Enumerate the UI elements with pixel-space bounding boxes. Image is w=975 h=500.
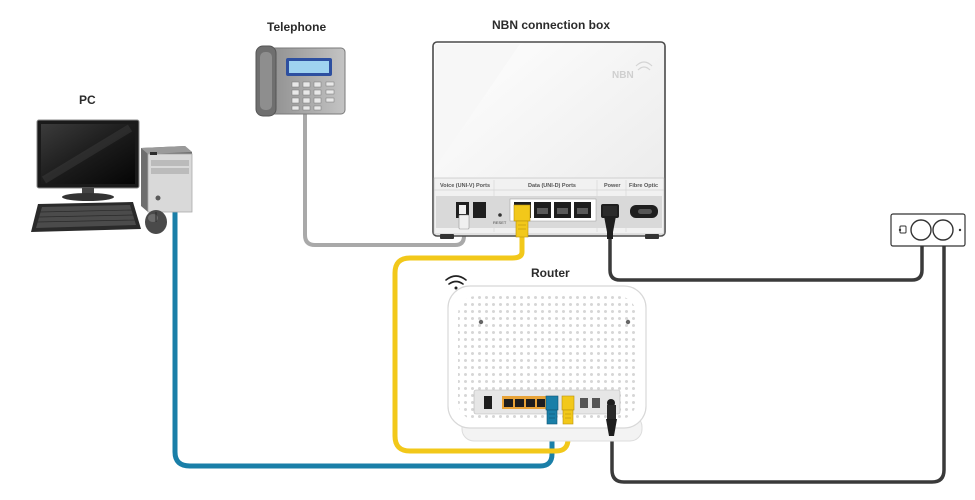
router-power-cable (610, 243, 946, 484)
pc-monitor-stand (82, 188, 94, 196)
telephone-label: Telephone (267, 20, 327, 34)
router-device (447, 285, 647, 442)
telephone-device (255, 45, 346, 117)
power-plug-at-router (606, 405, 617, 436)
voice-port-2 (473, 202, 486, 218)
grey-phone-cable (303, 108, 466, 247)
router-usb-port (484, 396, 492, 409)
blue-plug-at-router (545, 395, 559, 425)
data-ports-label: Data (UNI-D) Ports (528, 183, 576, 189)
voice-ports-label: Voice (UNI-V) Ports (440, 183, 490, 189)
power-outlet-socket-1 (910, 219, 932, 241)
blue-ethernet-cable (172, 205, 555, 469)
fibre-optic-label: Fibre Optic (629, 183, 658, 189)
nbn-box-label: NBN connection box (492, 18, 611, 32)
yellow-plug-at-router (561, 395, 575, 425)
yellow-plug-at-nbn (513, 204, 531, 238)
pc-monitor-base (62, 193, 114, 201)
nbn-connection-box: NBN Voice (UNI-V) Ports Data (UNI-D) Por… (432, 41, 666, 239)
telephone-body (264, 47, 346, 115)
power-port-label: Power (604, 183, 621, 189)
power-plug-at-nbn (603, 206, 617, 239)
nbn-logo-waves-icon (635, 61, 653, 71)
power-outlet-socket-2 (932, 219, 954, 241)
yellow-ethernet-cable (392, 233, 571, 454)
phone-plug-at-nbn (458, 214, 470, 230)
router-phone-port-2 (592, 398, 600, 408)
router-label: Router (531, 266, 570, 280)
router-phone-port-1 (580, 398, 588, 408)
pc-computer (31, 119, 193, 234)
pc-label: PC (79, 93, 96, 107)
wifi-icon (445, 275, 467, 290)
telephone-keypad (291, 81, 335, 111)
nbn-power-cable (608, 236, 924, 282)
reset-button (498, 213, 502, 217)
reset-label: RESET (493, 220, 507, 225)
pc-monitor-screen (41, 124, 135, 184)
nbn-brand-logo: NBN (612, 70, 634, 81)
power-outlet (890, 213, 966, 247)
